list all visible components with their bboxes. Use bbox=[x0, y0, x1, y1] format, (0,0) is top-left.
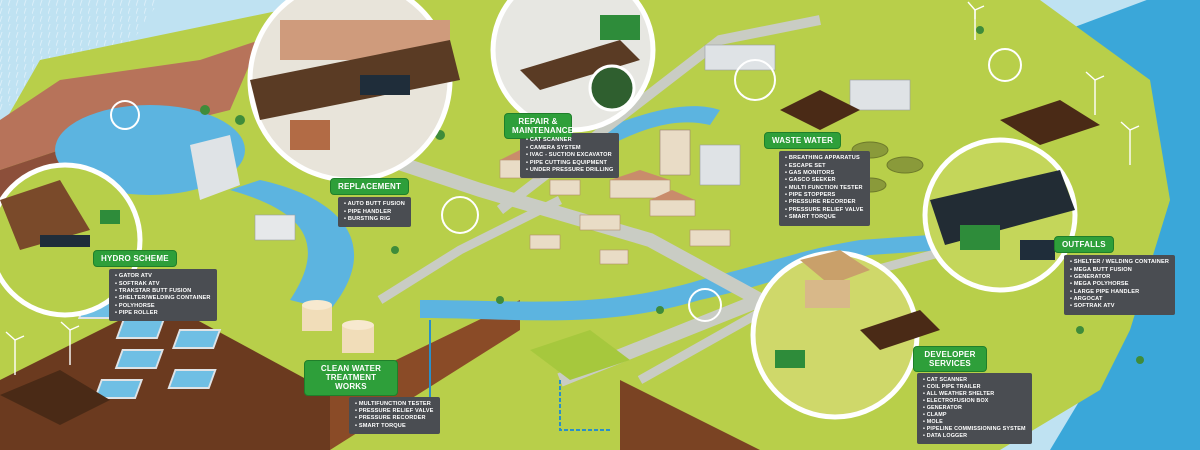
waste-water-list: BREATHING APPARATUS ESCAPE SET GAS MONIT… bbox=[779, 151, 870, 226]
list-item: DATA LOGGER bbox=[923, 433, 1026, 440]
developer-services-label: DEVELOPER SERVICES bbox=[913, 346, 987, 373]
callout-clean-water: CLEAN WATER TREATMENT WORKS MULTIFUNCTIO… bbox=[304, 360, 440, 435]
waste-water-label: WASTE WATER bbox=[764, 132, 842, 150]
list-item: PIPE STOPPERS bbox=[785, 192, 864, 199]
hydro-scheme-list: GATOR ATV SOFTRAK ATV TRAKSTAR BUTT FUSI… bbox=[109, 269, 217, 322]
list-item: SHELTER/WELDING CONTAINER bbox=[115, 295, 211, 302]
clean-water-list: MULTIFUNCTION TESTER PRESSURE RELIEF VAL… bbox=[349, 396, 440, 435]
list-item: PIPE CUTTING EQUIPMENT bbox=[526, 160, 613, 167]
list-item: ESCAPE SET bbox=[785, 163, 864, 170]
list-item: PIPELINE COMMISSIONING SYSTEM bbox=[923, 426, 1026, 433]
settling-tank bbox=[886, 156, 924, 174]
list-item: BREATHING APPARATUS bbox=[785, 155, 864, 162]
list-item: GASCO SEEKER bbox=[785, 177, 864, 184]
soil-face-right bbox=[620, 380, 760, 450]
list-item: CAT SCANNER bbox=[526, 137, 613, 144]
outfalls-list: SHELTER / WELDING CONTAINER MEGA BUTT FU… bbox=[1064, 255, 1176, 315]
storage-silos bbox=[302, 300, 374, 353]
treatment-building bbox=[849, 79, 911, 111]
callout-outfalls: OUTFALLS SHELTER / WELDING CONTAINER MEG… bbox=[1054, 234, 1176, 315]
list-item: MOLE bbox=[923, 419, 1026, 426]
callout-developer-services: DEVELOPER SERVICES CAT SCANNER COIL PIPE… bbox=[913, 346, 1032, 444]
road-west bbox=[377, 195, 563, 304]
detail-circle-outfalls bbox=[922, 137, 1078, 293]
hydro-scheme-label: HYDRO SCHEME bbox=[93, 250, 177, 268]
repair-maintenance-label: REPAIR & MAINTENANCE bbox=[504, 113, 573, 140]
list-item: AUTO BUTT FUSION bbox=[344, 201, 405, 208]
list-item: GENERATOR bbox=[923, 405, 1026, 412]
list-item: CLAMP bbox=[923, 412, 1026, 419]
list-item: ELECTROFUSION BOX bbox=[923, 398, 1026, 405]
list-item: SMART TORQUE bbox=[355, 423, 434, 430]
office-block bbox=[699, 144, 741, 186]
stream-top bbox=[600, 106, 720, 145]
list-item: LARGE PIPE HANDLER bbox=[1070, 289, 1169, 296]
river-upper bbox=[230, 180, 355, 310]
list-item: SOFTRAK ATV bbox=[115, 281, 211, 288]
list-item: ALL WEATHER SHELTER bbox=[923, 391, 1026, 398]
list-item: SMART TORQUE bbox=[785, 214, 864, 221]
pump-house bbox=[254, 214, 296, 241]
list-item: GENERATOR bbox=[1070, 274, 1169, 281]
list-item: PIPE ROLLER bbox=[115, 310, 211, 317]
detail-circle-small bbox=[110, 48, 1022, 322]
list-item: BURSTING RIG bbox=[344, 216, 405, 223]
callout-replacement: REPLACEMENT AUTO BUTT FUSION PIPE HANDLE… bbox=[330, 176, 411, 228]
list-item: MULTI FUNCTION TESTER bbox=[785, 185, 864, 192]
raised-platform bbox=[530, 330, 630, 380]
underground-pipe bbox=[559, 380, 610, 431]
detail-circle-developer bbox=[750, 250, 940, 420]
list-item: UNDER PRESSURE DRILLING bbox=[526, 167, 613, 174]
list-item: POLYHORSE bbox=[115, 303, 211, 310]
list-item: SHELTER / WELDING CONTAINER bbox=[1070, 259, 1169, 266]
replacement-label: REPLACEMENT bbox=[330, 178, 410, 196]
list-item: MEGA POLYHORSE bbox=[1070, 281, 1169, 288]
tower-block bbox=[659, 129, 691, 176]
list-item: CAMERA SYSTEM bbox=[526, 145, 613, 152]
list-item: PRESSURE RELIEF VALVE bbox=[355, 408, 434, 415]
callout-repair-maintenance: REPAIR & MAINTENANCE CAT SCANNER CAMERA … bbox=[504, 113, 620, 179]
list-item: ARGOCAT bbox=[1070, 296, 1169, 303]
repair-maintenance-list: CAT SCANNER CAMERA SYSTEM IVAC - SUCTION… bbox=[520, 133, 620, 179]
developer-services-list: CAT SCANNER COIL PIPE TRAILER ALL WEATHE… bbox=[917, 373, 1032, 444]
list-item: PRESSURE RECORDER bbox=[355, 415, 434, 422]
list-item: GAS MONITORS bbox=[785, 170, 864, 177]
replacement-list: AUTO BUTT FUSION PIPE HANDLER BURSTING R… bbox=[338, 197, 411, 228]
main-road bbox=[297, 123, 777, 387]
wind-turbines bbox=[5, 1, 1140, 375]
list-item: PRESSURE RELIEF VALVE bbox=[785, 207, 864, 214]
detail-circle-replacement bbox=[247, 0, 460, 183]
list-item: PIPE HANDLER bbox=[344, 209, 405, 216]
list-item: MEGA BUTT FUSION bbox=[1070, 267, 1169, 274]
list-item: IVAC - SUCTION EXCAVATOR bbox=[526, 152, 613, 159]
list-item: CAT SCANNER bbox=[923, 377, 1026, 384]
list-item: PRESSURE RECORDER bbox=[785, 199, 864, 206]
list-item: GATOR ATV bbox=[115, 273, 211, 280]
outfalls-label: OUTFALLS bbox=[1054, 236, 1114, 254]
list-item: SOFTRAK ATV bbox=[1070, 303, 1169, 310]
list-item: MULTIFUNCTION TESTER bbox=[355, 401, 434, 408]
clean-water-label: CLEAN WATER TREATMENT WORKS bbox=[304, 360, 398, 396]
dam bbox=[190, 135, 240, 200]
list-item: COIL PIPE TRAILER bbox=[923, 384, 1026, 391]
callout-waste-water: WASTE WATER BREATHING APPARATUS ESCAPE S… bbox=[764, 130, 870, 226]
callout-hydro-scheme: HYDRO SCHEME GATOR ATV SOFTRAK ATV TRAKS… bbox=[93, 248, 217, 322]
detail-circle-hydro bbox=[0, 162, 143, 318]
list-item: TRAKSTAR BUTT FUSION bbox=[115, 288, 211, 295]
detail-circle-repair bbox=[490, 0, 656, 133]
